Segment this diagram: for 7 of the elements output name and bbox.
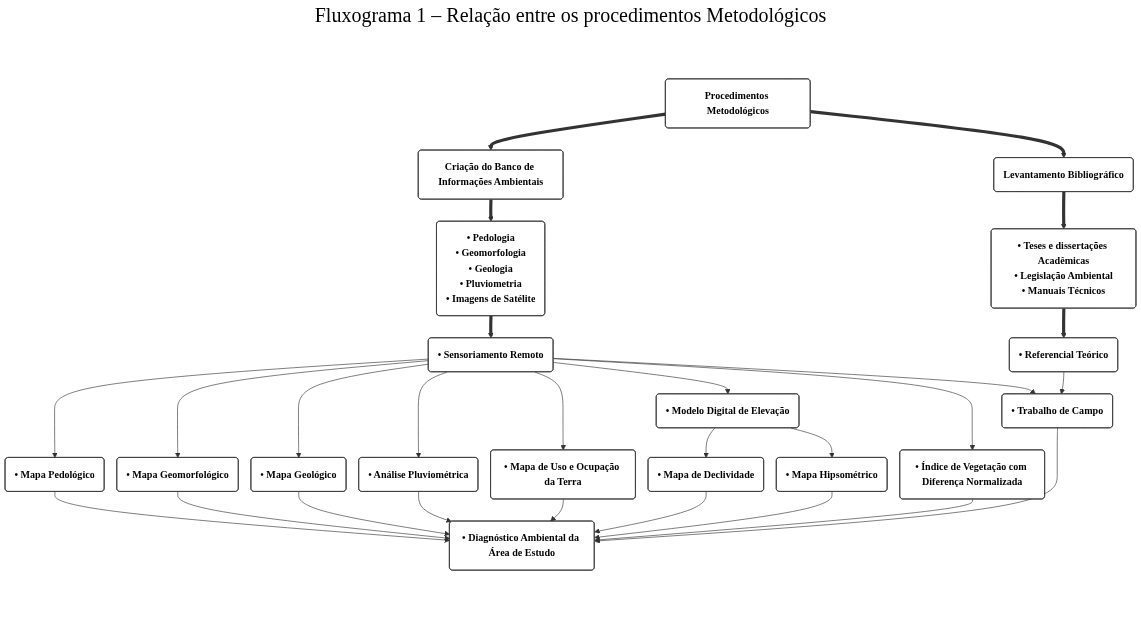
arrow <box>810 110 1067 159</box>
arrow <box>1060 308 1067 339</box>
arrow <box>488 315 494 339</box>
arrow <box>1061 191 1067 230</box>
arrow <box>488 199 494 222</box>
arrow <box>488 112 666 151</box>
diagram-title: Fluxograma 1 – Relação entre os procedimentos Metodológicos <box>314 4 827 27</box>
